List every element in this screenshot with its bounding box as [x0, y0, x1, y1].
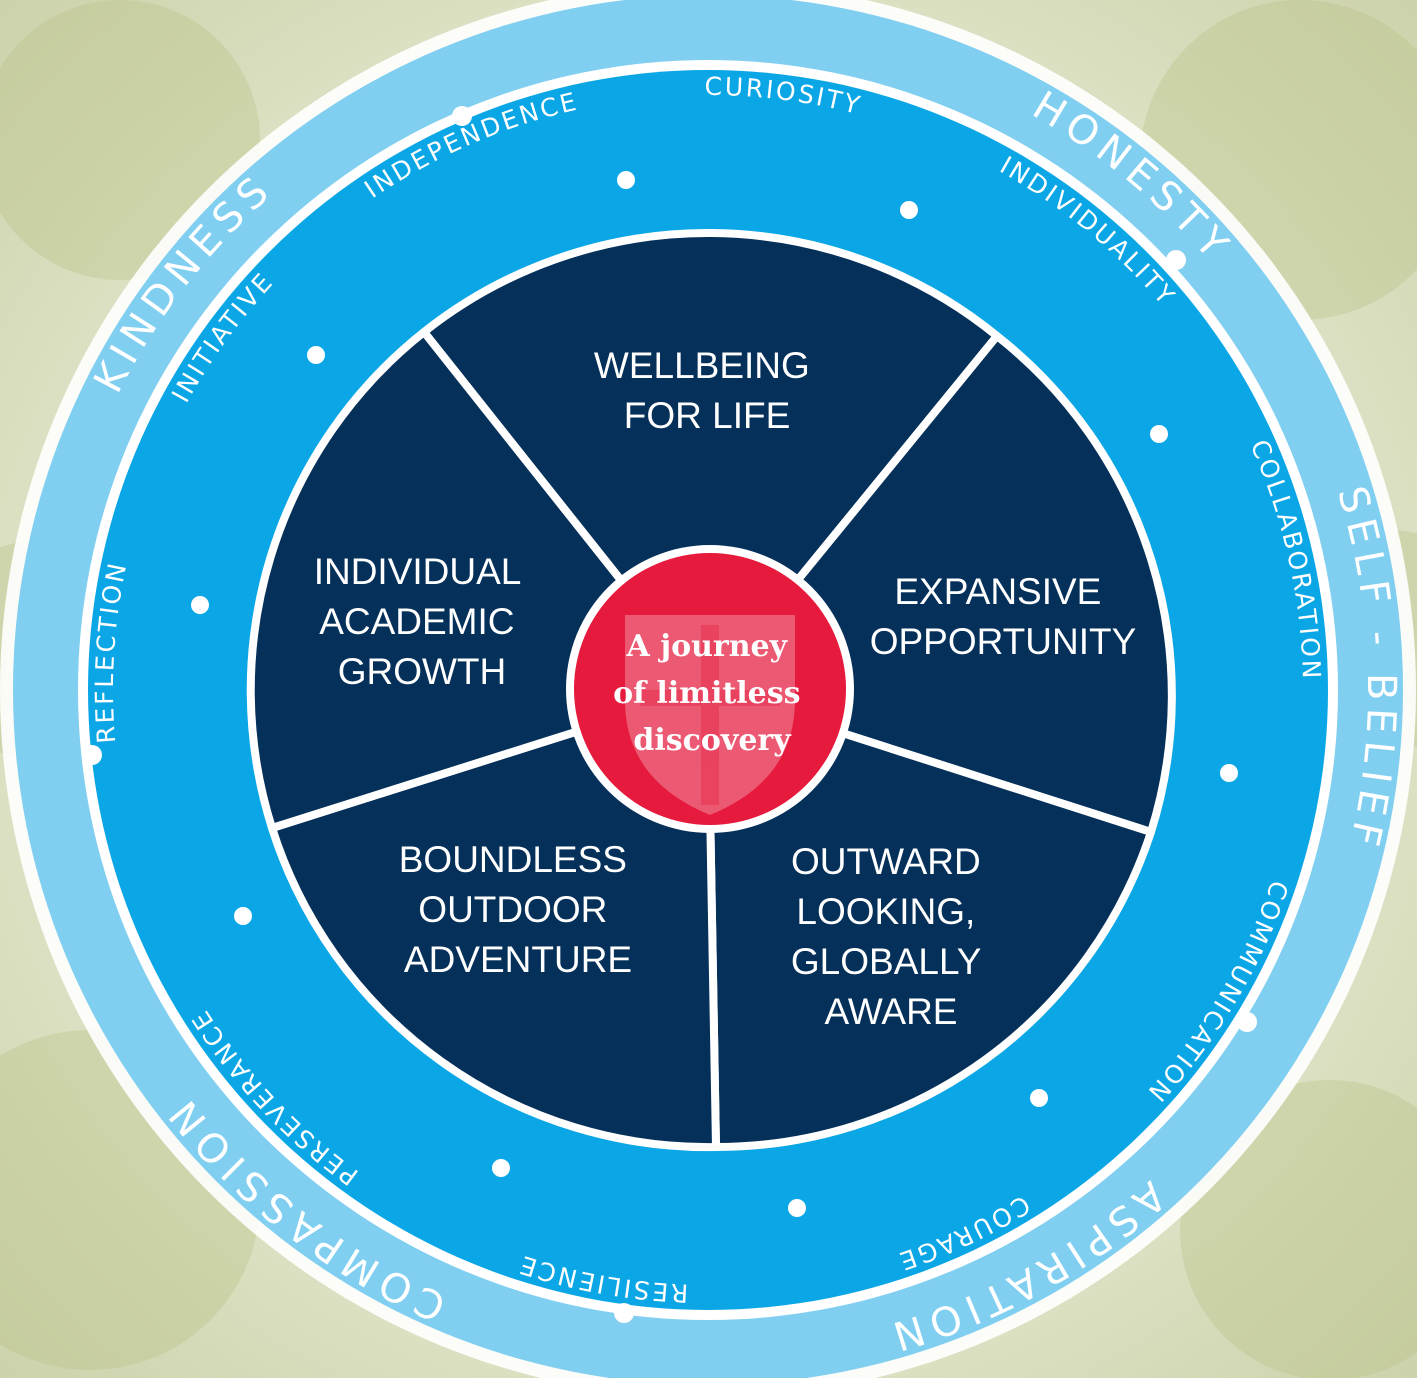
outer-dot — [1237, 1012, 1257, 1032]
inner-ring-dots — [191, 171, 1238, 1217]
outer-dot — [1166, 250, 1186, 270]
crest-cross-icon — [640, 625, 780, 805]
inner-dot — [191, 596, 209, 614]
inner-dot — [307, 346, 325, 364]
segment-label-wellbeing: WELLBEING FOR LIFE — [594, 345, 820, 436]
inner-dot — [492, 1159, 510, 1177]
center-badge — [574, 553, 846, 825]
inner-dot — [788, 1199, 806, 1217]
outer-dot — [452, 106, 472, 126]
inner-dot — [900, 201, 918, 219]
outer-dot — [82, 745, 102, 765]
shield-cross-crest-icon — [625, 615, 795, 815]
center-text: A journey of limitless discovery — [613, 629, 811, 758]
inner-dot — [617, 171, 635, 189]
segment-outward-looking — [704, 686, 1155, 1152]
inner-dot — [234, 907, 252, 925]
segment-label-expansive-opportunity: EXPANSIVE OPPORTUNITY — [870, 571, 1137, 662]
segment-boundless-outdoor — [268, 686, 720, 1152]
outer-dot — [614, 1303, 634, 1323]
segment-label-outward-looking: OUTWARD LOOKING, GLOBALLY AWARE — [791, 841, 991, 1032]
outer-ring-dots — [82, 106, 1257, 1323]
inner-dot — [1150, 425, 1168, 443]
inner-dot — [1220, 764, 1238, 782]
inner-dot — [1030, 1089, 1048, 1107]
segment-wellbeing — [420, 229, 1001, 694]
segment-label-individual-academic: INDIVIDUAL ACADEMIC GROWTH — [314, 551, 531, 692]
segment-label-boundless-outdoor: BOUNDLESS OUTDOOR ADVENTURE — [399, 839, 638, 980]
